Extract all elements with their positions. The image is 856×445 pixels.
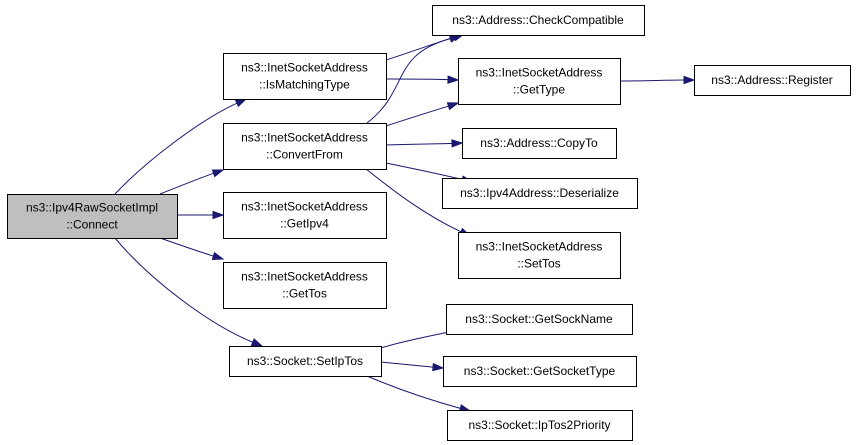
node-label-line: ns3::Ipv4RawSocketImpl xyxy=(26,201,158,215)
node-box xyxy=(442,178,638,209)
edge-convert-from-to-copy-to xyxy=(385,139,464,148)
edge-line xyxy=(159,237,214,257)
node-label-line: ::Connect xyxy=(66,218,118,232)
node-box xyxy=(458,232,621,279)
edge-convert-from-to-get-type xyxy=(385,102,460,127)
node-box xyxy=(229,346,382,377)
node-register[interactable]: ns3::Address::Register xyxy=(694,65,851,96)
node-label-line: ns3::InetSocketAddress xyxy=(476,240,603,254)
edge-line xyxy=(114,237,253,343)
edge-connect-to-get-ipv4 xyxy=(177,210,225,220)
node-get-sock-name[interactable]: ns3::Socket::GetSockName xyxy=(446,304,633,335)
node-ip-tos2-priority[interactable]: ns3::Socket::IpTos2Priority xyxy=(447,410,633,441)
node-box xyxy=(458,58,621,105)
node-label-line: ns3::Socket::GetSockName xyxy=(465,312,613,326)
node-set-ip-tos[interactable]: ns3::Socket::SetIpTos xyxy=(229,346,382,377)
node-label-line: ns3::Address::CheckCompatible xyxy=(452,13,624,27)
edge-connect-to-set-ip-tos xyxy=(114,237,264,347)
edge-convert-from-to-check-compatible xyxy=(366,34,462,124)
edge-line xyxy=(619,79,685,82)
node-box xyxy=(223,53,387,100)
node-connect[interactable]: ns3::Ipv4RawSocketImpl::Connect xyxy=(7,194,178,239)
node-box xyxy=(223,123,387,170)
node-box xyxy=(443,356,637,387)
arrowhead xyxy=(447,75,460,84)
node-box xyxy=(462,128,617,159)
node-set-tos[interactable]: ns3::InetSocketAddress::SetTos xyxy=(458,232,621,279)
node-label-line: ::IsMatchingType xyxy=(259,78,350,92)
node-check-compatible[interactable]: ns3::Address::CheckCompatible xyxy=(432,5,645,36)
edge-line xyxy=(385,142,453,146)
node-deserialize[interactable]: ns3::Ipv4Address::Deserialize xyxy=(442,178,638,209)
node-label-line: ns3::InetSocketAddress xyxy=(241,61,368,75)
arrowhead xyxy=(446,102,460,111)
node-label-line: ns3::Address::Register xyxy=(711,73,832,87)
node-label-line: ns3::Socket::SetIpTos xyxy=(247,354,363,368)
arrowhead xyxy=(250,338,264,347)
node-box xyxy=(447,410,633,441)
edge-connect-to-convert-from xyxy=(159,169,225,195)
edge-is-matching-type-to-get-type xyxy=(385,75,460,84)
edge-line xyxy=(385,162,463,181)
edge-get-type-to-register xyxy=(619,75,696,85)
node-label-line: ::ConvertFrom xyxy=(266,148,343,162)
node-copy-to[interactable]: ns3::Address::CopyTo xyxy=(462,128,617,159)
edge-line xyxy=(385,105,449,127)
node-box xyxy=(446,304,633,335)
node-label-line: ::GetTos xyxy=(282,287,327,301)
nodes-layer: ns3::Ipv4RawSocketImpl::Connectns3::Inet… xyxy=(7,5,851,441)
arrowhead xyxy=(212,210,225,220)
node-label-line: ns3::Socket::IpTos2Priority xyxy=(468,418,610,432)
node-label-line: ns3::InetSocketAddress xyxy=(241,270,368,284)
node-label-line: ::SetTos xyxy=(517,257,560,271)
edge-line xyxy=(366,375,461,409)
node-box xyxy=(694,65,851,96)
edge-line xyxy=(366,38,451,124)
edge-line xyxy=(385,78,449,81)
node-box xyxy=(223,262,387,309)
arrowhead xyxy=(432,362,445,372)
node-label-line: ns3::Socket::GetSocketType xyxy=(464,364,616,378)
node-box xyxy=(7,194,178,239)
arrowhead xyxy=(234,98,248,108)
node-box xyxy=(432,5,645,36)
node-label-line: ::GetIpv4 xyxy=(280,217,329,231)
node-get-ipv4[interactable]: ns3::InetSocketAddress::GetIpv4 xyxy=(223,192,387,239)
edge-line xyxy=(380,361,434,368)
edge-line xyxy=(365,168,462,233)
edge-set-ip-tos-to-get-socket-type xyxy=(380,361,445,372)
edge-line xyxy=(114,102,238,195)
node-label-line: ns3::InetSocketAddress xyxy=(476,66,603,80)
node-label-line: ns3::InetSocketAddress xyxy=(241,200,368,214)
node-box xyxy=(223,192,387,239)
node-label-line: ns3::Ipv4Address::Deserialize xyxy=(460,186,619,200)
arrowhead xyxy=(211,251,225,260)
edge-connect-to-get-tos xyxy=(159,237,225,260)
node-get-socket-type[interactable]: ns3::Socket::GetSocketType xyxy=(443,356,637,387)
arrowhead xyxy=(451,139,464,148)
arrowhead xyxy=(683,75,696,85)
node-get-type[interactable]: ns3::InetSocketAddress::GetType xyxy=(458,58,621,105)
node-label-line: ns3::InetSocketAddress xyxy=(241,131,368,145)
node-label-line: ns3::Address::CopyTo xyxy=(480,136,598,150)
node-get-tos[interactable]: ns3::InetSocketAddress::GetTos xyxy=(223,262,387,309)
node-is-matching-type[interactable]: ns3::InetSocketAddress::IsMatchingType xyxy=(223,53,387,100)
node-convert-from[interactable]: ns3::InetSocketAddress::ConvertFrom xyxy=(223,123,387,170)
arrowhead xyxy=(211,169,225,178)
edge-line xyxy=(159,172,214,195)
node-label-line: ::GetType xyxy=(513,83,565,97)
